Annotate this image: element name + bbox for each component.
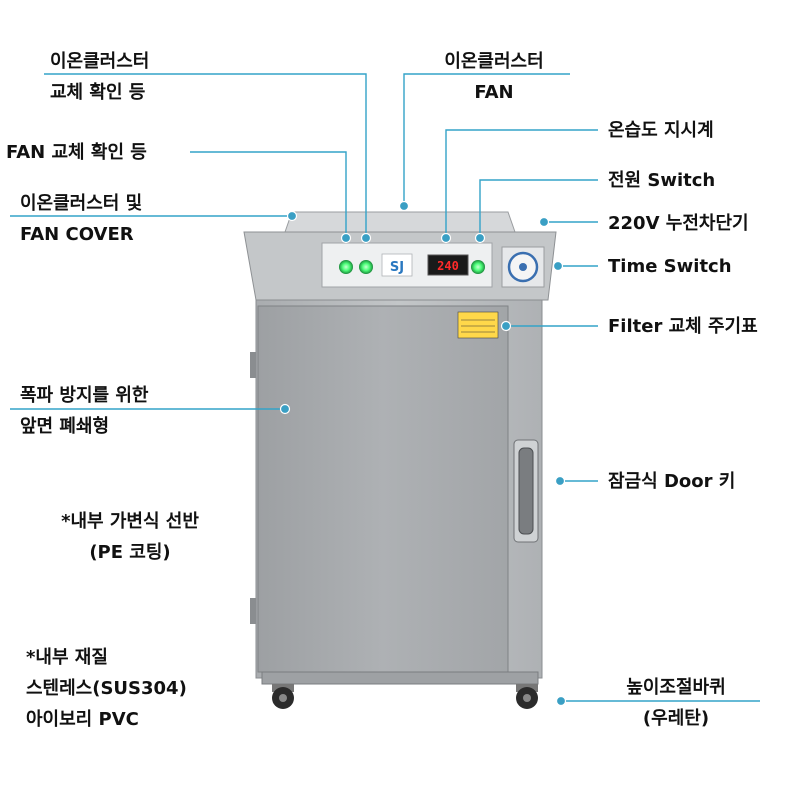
label-fan-cover: 이온클러스터 및 FAN COVER xyxy=(20,193,143,245)
label-humidity-meter: 온습도 지시계 xyxy=(608,120,714,141)
front-door[interactable] xyxy=(257,305,509,673)
humidity-display-value: 240 xyxy=(437,259,459,273)
caster-right xyxy=(516,684,538,709)
label-fan-lamp: FAN 교체 확인 등 xyxy=(6,142,147,163)
power-switch-lamp[interactable] xyxy=(471,260,485,274)
label-ion-cluster-lamp: 이온클러스터 교체 확인 등 xyxy=(50,51,150,103)
label-filter-chart: Filter 교체 주기표 xyxy=(608,316,758,337)
label-front-closed: 폭파 방지를 위한 앞면 폐쇄형 xyxy=(20,385,149,437)
label-door-lock: 잠금식 Door 키 xyxy=(608,471,736,492)
label-adjustable-shelf: *내부 가변식 선반 (PE 코팅) xyxy=(61,511,199,563)
label-inner-material: *내부 재질 스텐레스(SUS304) 아이보리 PVC xyxy=(26,647,187,730)
filter-sticker xyxy=(457,311,499,339)
leader-dots xyxy=(279,200,567,707)
door-hinge-bottom xyxy=(250,598,256,624)
door-hinge-top xyxy=(250,352,256,378)
door-lock-handle[interactable] xyxy=(518,447,534,535)
humidity-display xyxy=(427,254,469,276)
label-time-switch: Time Switch xyxy=(608,256,732,277)
logo-box xyxy=(381,253,413,277)
ion-indicator-lamp xyxy=(359,260,373,274)
label-breaker: 220V 누전차단기 xyxy=(608,213,749,234)
logo-text: SJ xyxy=(390,260,404,275)
fan-indicator-lamp xyxy=(339,260,353,274)
caster-left xyxy=(272,684,294,709)
label-ion-cluster-fan: 이온클러스터 FAN xyxy=(444,51,544,103)
label-casters: 높이조절바퀴 (우레탄) xyxy=(626,677,726,729)
label-power-switch: 전원 Switch xyxy=(608,170,716,191)
cabinet-plinth xyxy=(261,671,539,685)
leader-lines xyxy=(10,73,760,702)
